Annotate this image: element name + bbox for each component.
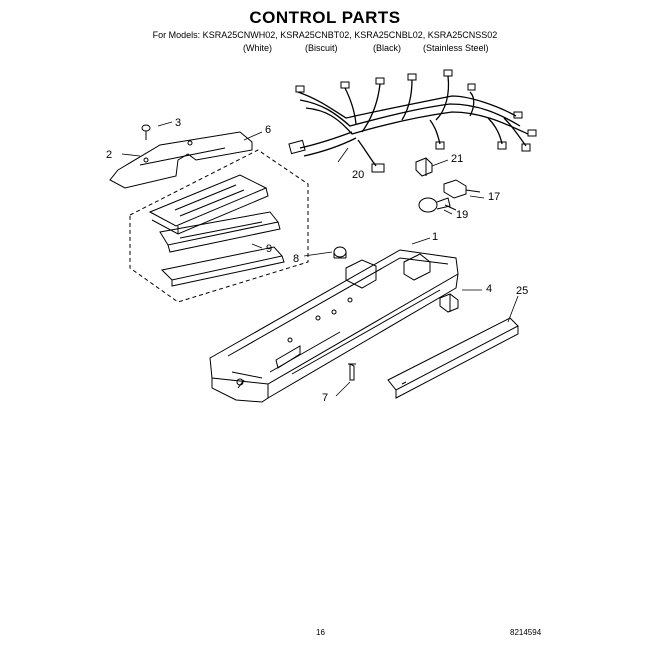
part-2-bracket — [109, 131, 253, 189]
finish-label-white: (White) — [243, 43, 272, 53]
callout-6: 6 — [265, 124, 271, 136]
part-19-light-bulb — [418, 197, 457, 213]
callout-1: 1 — [432, 231, 438, 243]
part-8-retainer-clip — [333, 246, 347, 259]
harness-connectors — [288, 69, 537, 173]
callout-4: 4 — [486, 283, 492, 295]
part-21-clip — [415, 157, 433, 177]
callout-21: 21 — [451, 153, 463, 165]
callout-8: 8 — [293, 253, 299, 265]
callout-3: 3 — [175, 117, 181, 129]
finish-label-black: (Black) — [373, 43, 402, 53]
part-6-control-board-assembly — [129, 149, 309, 303]
callout-20: 20 — [352, 169, 364, 181]
callout-leader-lines — [121, 121, 519, 397]
page-title: CONTROL PARTS — [249, 8, 401, 27]
part-20-wire-harness — [297, 75, 529, 167]
page-number: 16 — [316, 628, 325, 637]
finish-label-stainless: (Stainless Steel) — [423, 43, 489, 53]
model-numbers-line: For Models: KSRA25CNWH02, KSRA25CNBT02, … — [152, 30, 498, 40]
part-4-clip — [439, 293, 459, 313]
callout-25: 25 — [516, 285, 528, 297]
part-25-trim-strip — [387, 317, 519, 399]
callout-17: 17 — [488, 191, 500, 203]
part-3-screw — [141, 124, 151, 140]
part-1-control-housing — [209, 249, 459, 403]
callout-7: 7 — [322, 392, 328, 404]
callout-9: 9 — [266, 243, 272, 255]
part-17-lamp-socket — [443, 179, 481, 199]
callout-19: 19 — [456, 209, 468, 221]
callout-2: 2 — [106, 149, 112, 161]
part-7-screw — [348, 363, 356, 381]
callout-labels: 3 2 6 1 8 4 9 20 21 17 19 7 25 — [106, 117, 528, 404]
finish-label-biscuit: (Biscuit) — [305, 43, 338, 53]
document-code: 8214594 — [510, 628, 542, 637]
